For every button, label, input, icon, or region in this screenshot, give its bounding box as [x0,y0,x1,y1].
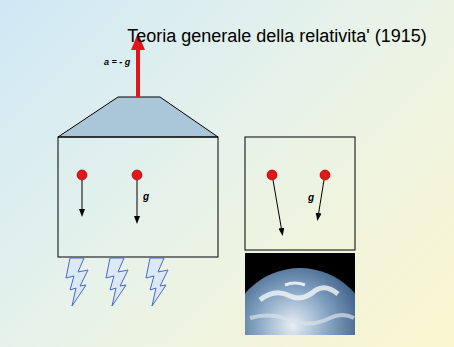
rocket-flames [66,258,168,306]
vector-label: g [308,192,314,203]
acceleration-arrow [136,48,140,97]
vector-label: g [143,191,149,202]
rocket-roof [58,97,218,137]
room-on-earth [245,137,355,250]
ball [77,170,87,180]
ball [320,170,330,180]
ball [132,170,142,180]
ball [267,170,277,180]
gravity-arrow [137,180,138,220]
gravity-arrow [318,180,324,217]
earth [245,268,355,335]
slide-title: Teoria generale della relativita' (1915) [104,26,450,47]
gravity-arrow [273,180,282,232]
vector-label: a = - g [104,57,130,67]
gravity-arrow [82,180,83,213]
rocket-cabin [58,137,218,257]
